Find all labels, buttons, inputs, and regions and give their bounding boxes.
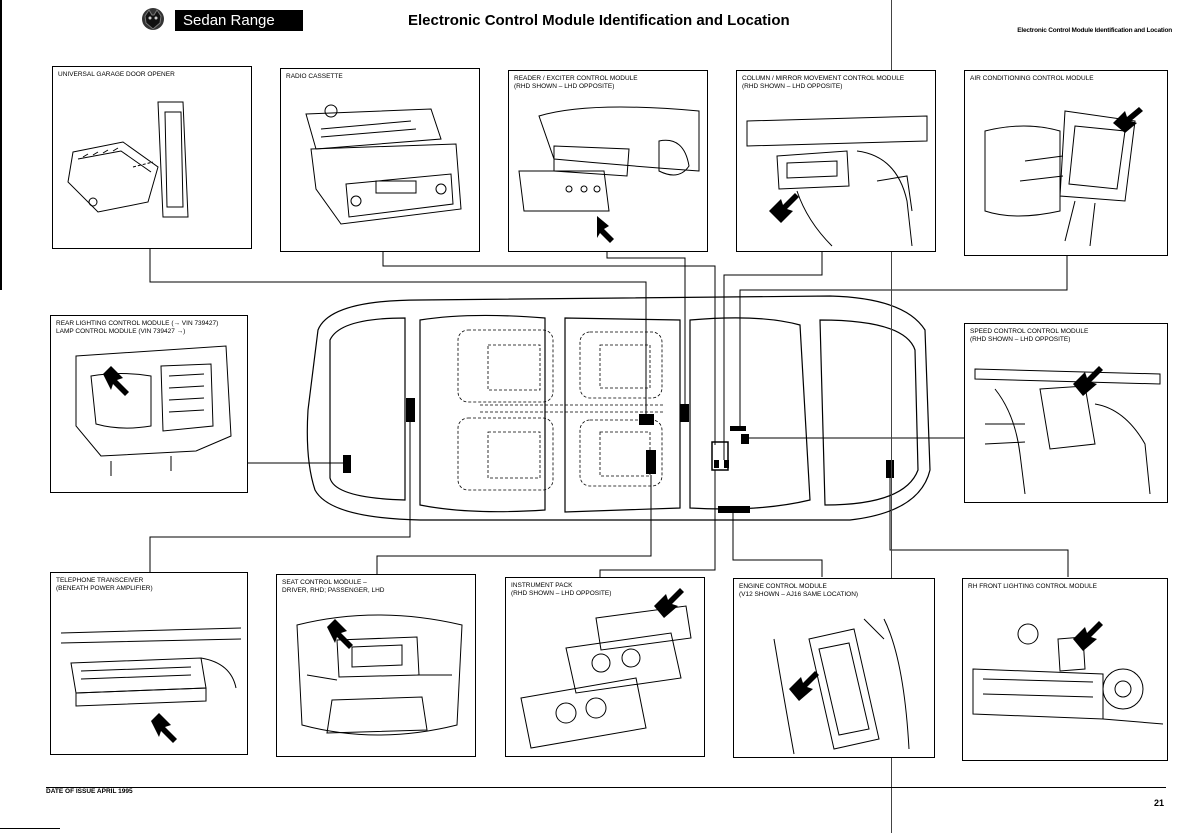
running-head: Electronic Control Module Identification… xyxy=(1017,27,1172,34)
location-arrow-icon xyxy=(327,619,353,649)
panel-title: RADIO CASSETTE xyxy=(286,73,343,80)
module-markers xyxy=(343,398,894,513)
instrument-pack-illustration xyxy=(520,588,692,749)
reader-exciter-illustration xyxy=(518,106,700,243)
panel-garage-door-opener: UNIVERSAL GARAGE DOOR OPENER xyxy=(52,66,252,249)
range-badge: Sedan Range 1995 xyxy=(175,10,303,50)
panel-telephone-transceiver: TELEPHONE TRANSCEIVER(BENEATH POWER AMPL… xyxy=(50,572,248,755)
panel-title: AIR CONDITIONING CONTROL MODULE xyxy=(970,75,1094,82)
front-lighting-illustration xyxy=(972,621,1164,725)
panel-air-conditioning-module: AIR CONDITIONING CONTROL MODULE xyxy=(964,70,1168,256)
radio-cassette-illustration xyxy=(305,104,462,225)
location-arrow-icon xyxy=(597,216,614,243)
panel-title: READER / EXCITER CONTROL MODULE(RHD SHOW… xyxy=(514,75,638,90)
speed-control-illustration xyxy=(974,366,1161,495)
panel-column-mirror-module: COLUMN / MIRROR MOVEMENT CONTROL MODULE(… xyxy=(736,70,936,252)
engine-control-illustration xyxy=(773,618,910,755)
car-outline xyxy=(306,295,931,521)
panel-title: REAR LIGHTING CONTROL MODULE (→ VIN 7394… xyxy=(56,320,219,335)
panel-title: RH FRONT LIGHTING CONTROL MODULE xyxy=(968,583,1097,590)
page-title: Electronic Control Module Identification… xyxy=(408,12,790,29)
page-number: 21 xyxy=(1154,798,1165,808)
panel-title: INSTRUMENT PACK(RHD SHOWN – LHD OPPOSITE… xyxy=(511,582,612,597)
page-fold-line xyxy=(891,0,892,833)
telephone-transceiver-illustration xyxy=(60,627,242,743)
jaguar-head-icon xyxy=(140,6,166,32)
footer-rule xyxy=(46,787,1166,788)
location-arrow-icon xyxy=(1113,107,1143,133)
air-conditioning-illustration xyxy=(984,107,1143,247)
panel-instrument-pack: INSTRUMENT PACK(RHD SHOWN – LHD OPPOSITE… xyxy=(505,577,705,757)
seat-control-illustration xyxy=(296,614,463,736)
panel-engine-control-module: ENGINE CONTROL MODULE(V12 SHOWN – AJ16 S… xyxy=(733,578,935,758)
column-mirror-illustration xyxy=(746,115,928,247)
panel-title: SEAT CONTROL MODULE –DRIVER, RHD; PASSEN… xyxy=(282,579,385,594)
location-arrow-icon xyxy=(103,366,129,396)
location-arrow-icon xyxy=(151,713,177,743)
panel-title: TELEPHONE TRANSCEIVER(BENEATH POWER AMPL… xyxy=(56,577,153,592)
corner-rule xyxy=(0,828,60,829)
location-arrow-icon xyxy=(769,193,799,223)
location-arrow-icon xyxy=(1073,621,1103,651)
panel-title: UNIVERSAL GARAGE DOOR OPENER xyxy=(58,71,175,78)
location-arrow-icon xyxy=(789,671,819,701)
panel-rear-lighting-module: REAR LIGHTING CONTROL MODULE (→ VIN 7394… xyxy=(50,315,248,493)
panel-reader-exciter-module: READER / EXCITER CONTROL MODULE(RHD SHOW… xyxy=(508,70,708,252)
panel-title: ENGINE CONTROL MODULE(V12 SHOWN – AJ16 S… xyxy=(739,583,859,598)
location-arrow-icon xyxy=(1073,366,1103,396)
panel-speed-control-module: SPEED CONTROL CONTROL MODULE(RHD SHOWN –… xyxy=(964,323,1168,503)
leader-lines xyxy=(149,248,1069,577)
panel-title: SPEED CONTROL CONTROL MODULE(RHD SHOWN –… xyxy=(970,328,1089,343)
panel-seat-control-module: SEAT CONTROL MODULE –DRIVER, RHD; PASSEN… xyxy=(276,574,476,757)
panel-radio-cassette: RADIO CASSETTE xyxy=(280,68,480,252)
seats-outline xyxy=(457,329,665,491)
garage-door-opener-illustration xyxy=(67,101,189,218)
panel-title: COLUMN / MIRROR MOVEMENT CONTROL MODULE(… xyxy=(742,75,905,90)
location-arrow-icon xyxy=(654,588,684,618)
page-edge-rule xyxy=(0,0,2,290)
panel-front-lighting-module: RH FRONT LIGHTING CONTROL MODULE xyxy=(962,578,1168,761)
rear-lighting-illustration xyxy=(75,345,232,476)
date-of-issue: DATE OF ISSUE APRIL 1995 xyxy=(46,788,133,795)
